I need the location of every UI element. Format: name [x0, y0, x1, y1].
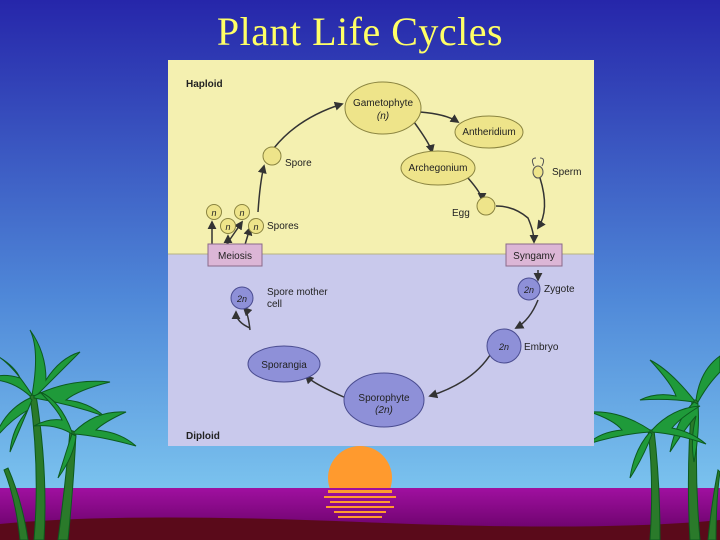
zygote-label: Zygote	[544, 284, 575, 295]
diploid-label: Diploid	[186, 431, 220, 442]
haploid-label: Haploid	[186, 79, 223, 90]
meiosis-box	[207, 243, 263, 267]
sporangia-node	[247, 345, 321, 383]
sporophyte-node	[343, 372, 425, 428]
spore-node	[262, 146, 282, 166]
zygote-node	[517, 277, 541, 301]
embryo-ploidy: 2n	[498, 342, 509, 352]
palm-tree-left-icon	[0, 329, 137, 540]
egg-label: Egg	[452, 208, 470, 219]
antheridium-node	[454, 115, 524, 149]
syngamy-label: Syngamy	[513, 251, 555, 262]
archegonium-node	[400, 150, 476, 186]
sporophyte-label: Sporophyte	[358, 393, 410, 404]
gametophyte-ploidy: (n)	[377, 111, 389, 122]
gametophyte-node	[344, 81, 422, 135]
spore-mother-cell-node	[230, 286, 254, 310]
spore-ploidy-mark: n	[239, 208, 244, 218]
sporangia-label: Sporangia	[261, 360, 307, 371]
sperm-icon	[531, 157, 545, 179]
slide-title: Plant Life Cycles	[216, 9, 504, 54]
embryo-node	[486, 328, 522, 364]
palm-tree-right-icon	[587, 355, 720, 540]
spore-label: Spore	[285, 158, 312, 169]
sperm-label: Sperm	[552, 167, 581, 178]
sporophyte-ploidy: (2n)	[375, 405, 393, 416]
spore-mother-cell-label-line2: cell	[267, 299, 282, 310]
spore-ploidy-mark: n	[211, 208, 216, 218]
spore-ploidy-mark: n	[225, 222, 230, 232]
gametophyte-label: Gametophyte	[353, 98, 413, 109]
spore-mother-cell-label: Spore mother	[267, 287, 328, 298]
antheridium-label: Antheridium	[462, 127, 515, 138]
egg-node	[476, 196, 496, 216]
life-cycle-diagram: Haploid Diploid Gametophyte (n) Antherid…	[168, 60, 594, 446]
spore-mother-cell-ploidy: 2n	[236, 294, 247, 304]
shoreline	[0, 517, 720, 540]
zygote-ploidy: 2n	[523, 285, 534, 295]
spore-ploidy-mark: n	[253, 222, 258, 232]
embryo-label: Embryo	[524, 342, 559, 353]
meiosis-label: Meiosis	[218, 251, 252, 262]
syngamy-box	[505, 243, 563, 267]
spores-label: Spores	[267, 221, 299, 232]
spores-group: n n n n	[206, 204, 264, 234]
archegonium-label: Archegonium	[409, 163, 468, 174]
sun-reflection	[324, 490, 396, 518]
